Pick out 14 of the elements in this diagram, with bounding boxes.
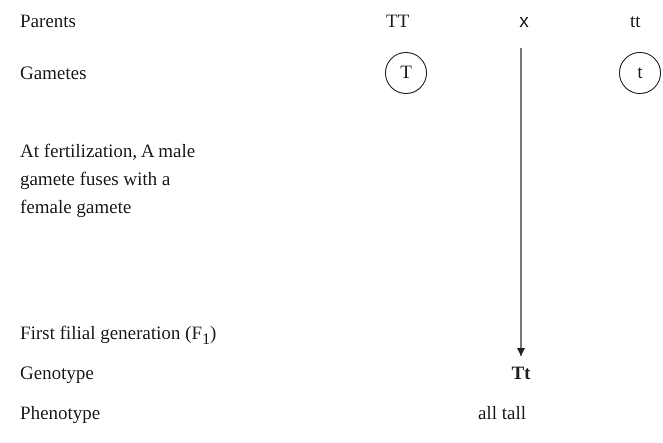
row-heading: Gametes: [20, 62, 86, 86]
phenotype-label: all tall: [478, 402, 526, 426]
gamete-circle: T: [385, 52, 427, 94]
row-heading: Genotype: [20, 362, 94, 386]
note-text: At fertilization, A male gamete fuses with a female gamete: [20, 140, 196, 220]
arrow: [517, 48, 525, 356]
cross-symbol: x: [510, 8, 538, 36]
row-heading: First filial generation (F$_{1}$): [20, 322, 216, 350]
genotype-label: TT: [386, 10, 410, 34]
offspring-genotype: Tt: [496, 360, 546, 388]
genotype-label: tt: [630, 10, 641, 34]
row-heading: Parents: [20, 10, 76, 34]
gamete-circle: t: [619, 52, 661, 94]
row-heading: Phenotype: [20, 402, 100, 426]
